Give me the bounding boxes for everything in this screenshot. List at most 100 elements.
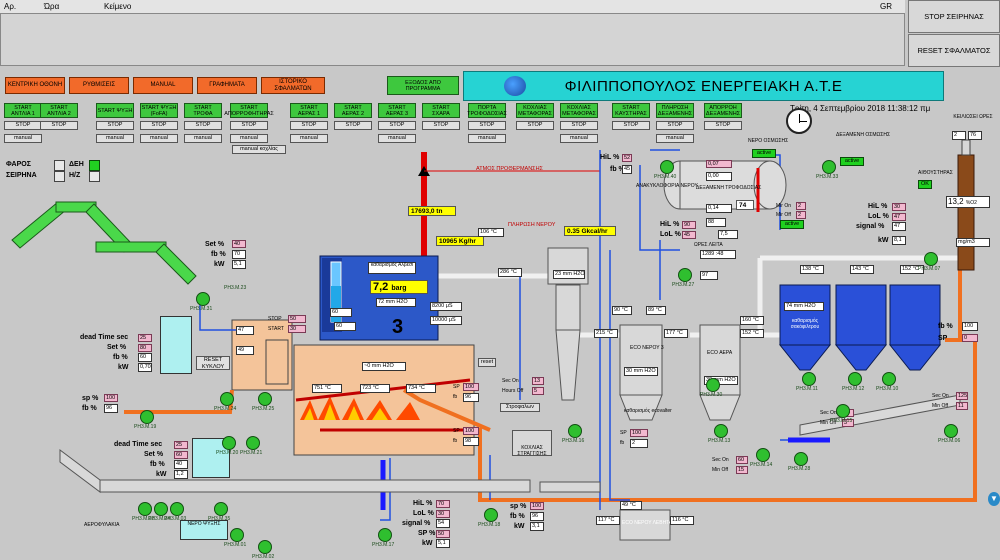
pump-icon[interactable] (222, 436, 236, 450)
filter-min-off-3[interactable]: 11 (956, 402, 968, 410)
motor-state[interactable]: STOP (290, 121, 328, 130)
motor-mode[interactable]: manual (184, 134, 222, 143)
furnace-reset-button[interactable]: reset (478, 358, 496, 367)
stack-lol[interactable]: 47 (892, 213, 906, 221)
nav-charts[interactable]: ΓΡΑΦΗΜΑΤΑ (197, 77, 257, 94)
motor-state[interactable]: STOP (422, 121, 460, 130)
motor-start-button[interactable]: START ΑΕΡΑΣ 2 (334, 103, 372, 118)
mir-off[interactable]: 2 (796, 211, 806, 219)
filter-sec-on-2[interactable]: 60 (736, 456, 748, 464)
pump-icon[interactable] (484, 508, 498, 522)
pump-icon[interactable] (220, 392, 234, 406)
motor-mode[interactable]: manual (4, 134, 42, 143)
deadtime1-set[interactable]: 80 (138, 344, 152, 352)
pump-icon[interactable] (154, 502, 168, 516)
motor-state[interactable]: STOP (184, 121, 222, 130)
feeder-stop-value[interactable]: 50 (288, 315, 306, 323)
motor-start-button[interactable]: START ΑΠΟΡΡΟΦΗΤΗΡΑΣ (224, 103, 274, 118)
pump-icon[interactable] (882, 372, 896, 386)
filter-sec-on-3[interactable]: 125 (956, 392, 968, 400)
motor-start-button[interactable]: ΑΠΟΡΡΟΗ ΔΕΞΑΜΕΝΗΣ (704, 103, 742, 118)
dea-sp[interactable]: 0,07 (706, 160, 732, 168)
damper-sp[interactable]: 0 (962, 334, 978, 342)
motor-start-button[interactable]: START ΑΕΡΑΣ 1 (290, 103, 328, 118)
pump-icon[interactable] (836, 404, 850, 418)
motor-state[interactable]: STOP (612, 121, 650, 130)
exit-program-button[interactable]: ΕΞΟΔΟΣ ΑΠΟ ΠΡΟΓΡΑΜΜΑ (387, 76, 459, 95)
pump-icon[interactable] (568, 424, 582, 438)
feeder-set[interactable]: 40 (232, 240, 246, 248)
motor-start-button[interactable]: ΠΟΡΤΑ ΤΡΟΦΟΔΟΣΙΑΣ (467, 103, 507, 118)
motor-mode[interactable]: manual (96, 134, 134, 143)
pump-icon[interactable] (802, 372, 816, 386)
pump-icon[interactable] (678, 268, 692, 282)
dea-hil[interactable]: 52 (622, 154, 632, 162)
pump-icon[interactable] (794, 452, 808, 466)
stack-hil[interactable]: 30 (892, 203, 906, 211)
motor-mode[interactable]: manual (290, 134, 328, 143)
nav-fault-history[interactable]: ΙΣΤΟΡΙΚΟ ΣΦΑΛΜΑΤΩΝ (261, 77, 325, 94)
pump-icon[interactable] (944, 424, 958, 438)
dea-hil2[interactable]: 90 (682, 221, 696, 229)
bottom-sp[interactable]: 50 (436, 530, 450, 538)
nav-settings[interactable]: ΡΥΘΜΙΣΕΙΣ (69, 77, 129, 94)
pump-icon[interactable] (848, 372, 862, 386)
pump-icon[interactable] (170, 502, 184, 516)
cyclone-sec-on[interactable]: 13 (532, 377, 544, 385)
motor-start-button[interactable]: ΚΟΧΛΙΑΣ ΜΕΤΑΦΟΡΑΣ (560, 103, 598, 118)
pump-icon[interactable] (138, 502, 152, 516)
motor-mode[interactable]: manual (468, 134, 506, 143)
deadtime2-value[interactable]: 25 (174, 441, 188, 449)
motor-start-button[interactable]: START ΣΧΑΡΑ (422, 103, 460, 118)
reset-faults-button[interactable]: RESET ΣΦΑΛΜΑΤΟΣ (908, 34, 1000, 67)
motor-state[interactable]: STOP (96, 121, 134, 130)
motor-state[interactable]: STOP (704, 121, 742, 130)
motor-state[interactable]: STOP (40, 121, 78, 130)
motor-start-button[interactable]: START ΤΡΟΦΑ (184, 103, 222, 118)
pump-icon[interactable] (822, 160, 836, 174)
nav-manual[interactable]: MANUAL (133, 77, 193, 94)
scroll-down-icon[interactable]: ▼ (988, 492, 1000, 506)
motor-start-button[interactable]: START ΚΑΥΣΤΗΡΑΣ (612, 103, 650, 118)
furnace-sp2[interactable]: 100 (463, 427, 479, 435)
pump-icon[interactable] (756, 448, 770, 462)
mir-on[interactable]: 2 (796, 202, 806, 210)
motor-state[interactable]: STOP (140, 121, 178, 130)
pump-icon[interactable] (214, 502, 228, 516)
reset-cycle-button[interactable]: RESET ΚΥΚΛΟΥ (196, 356, 230, 370)
filter-min-off[interactable]: 3 (842, 419, 854, 427)
dea-lol2[interactable]: 45 (682, 231, 696, 239)
pump-icon[interactable] (258, 540, 272, 554)
bottom-sp2[interactable]: 100 (530, 502, 544, 510)
pump-icon[interactable] (378, 528, 392, 542)
motor-start-button[interactable]: START ΑΝΤΛΙΑ 2 (40, 103, 78, 118)
pump-icon[interactable] (258, 392, 272, 406)
pump-icon[interactable] (230, 528, 244, 542)
cyclone-button[interactable]: Στροφαλων (500, 403, 540, 412)
motor-start-button[interactable]: START ΑΕΡΑΣ 3 (378, 103, 416, 118)
motor-state[interactable]: STOP (468, 121, 506, 130)
motor-state[interactable]: STOP (230, 121, 268, 130)
nav-main-screen[interactable]: ΚΕΝΤΡΙΚΗ ΟΘΟΝΗ (5, 77, 65, 94)
motor-mode[interactable]: manual (560, 134, 598, 143)
eco-sp[interactable]: 100 (630, 429, 648, 437)
pump-icon[interactable] (706, 378, 720, 392)
motor-start-button[interactable]: START ΑΝΤΛΙΑ 1 (4, 103, 42, 118)
motor-mode[interactable]: manual (140, 134, 178, 143)
pump-icon[interactable] (924, 252, 938, 266)
motor-mode[interactable]: manual (230, 134, 268, 143)
motor-state[interactable]: STOP (560, 121, 598, 130)
furnace-sp[interactable]: 100 (463, 383, 479, 391)
motor-start-button[interactable]: ΚΟΧΛΙΑΣ ΜΕΤΑΦΟΡΑΣ (516, 103, 554, 118)
motor-mode[interactable]: manual (378, 134, 416, 143)
manual-screw-button[interactable]: manual κοχλίας (232, 145, 286, 154)
feeder-start-value[interactable]: 30 (288, 325, 306, 333)
motor-state[interactable]: STOP (656, 121, 694, 130)
motor-start-button[interactable]: ΠΛΗΡΩΣΗ ΔΕΞΑΜΕΝΗΣ (656, 103, 694, 118)
motor-start-button[interactable]: START ΨΥΞΗ (96, 103, 134, 118)
pump-icon[interactable] (714, 424, 728, 438)
pump-icon[interactable] (196, 292, 210, 306)
motor-mode[interactable]: manual (656, 134, 694, 143)
pump-icon[interactable] (660, 160, 674, 174)
motor-start-button[interactable]: START ΨΥΞΗ (FoFA) (140, 103, 178, 118)
